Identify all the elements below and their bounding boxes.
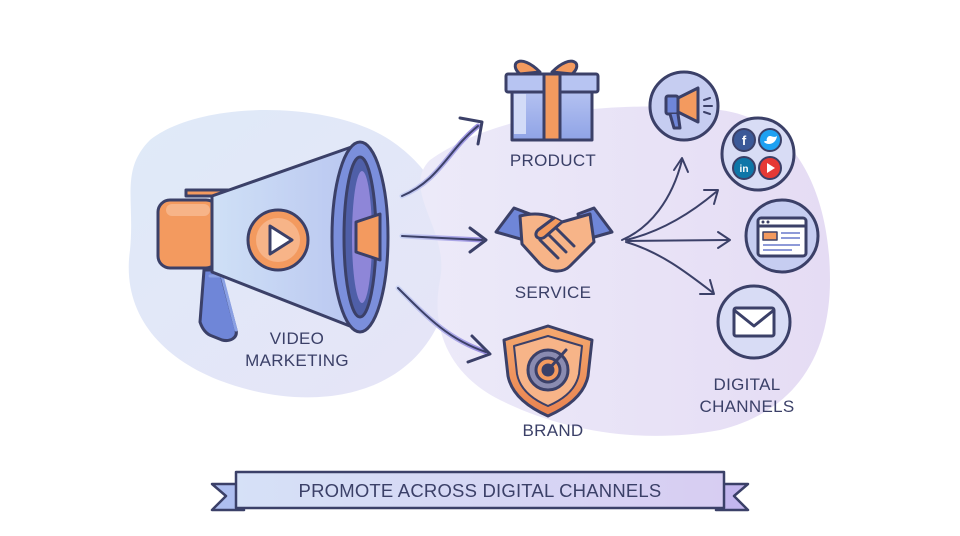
facebook-icon bbox=[732, 128, 756, 152]
facebook-letter: f bbox=[742, 133, 747, 148]
banner-text: PROMOTE ACROSS DIGITAL CHANNELS bbox=[298, 480, 662, 501]
flow-arrowheads bbox=[397, 116, 492, 364]
label-video-line1: VIDEO bbox=[269, 329, 325, 348]
label-video-marketing: VIDEO MARKETING bbox=[222, 328, 372, 372]
megaphone-icon bbox=[156, 140, 390, 342]
label-brand: BRAND bbox=[522, 421, 584, 440]
social-media-icon: f in bbox=[720, 116, 796, 192]
label-product: PRODUCT bbox=[509, 151, 597, 170]
label-service: SERVICE bbox=[514, 283, 592, 302]
gift-icon bbox=[504, 59, 600, 142]
play-icon bbox=[268, 224, 294, 256]
email-icon bbox=[716, 284, 792, 360]
label-channels-line2: CHANNELS bbox=[699, 397, 795, 416]
label-video-line2: MARKETING bbox=[245, 351, 349, 370]
label-channels-line1: DIGITAL bbox=[713, 375, 781, 394]
channel-fan-arrows bbox=[621, 157, 731, 295]
label-digital-channels: DIGITAL CHANNELS bbox=[672, 374, 822, 418]
megaphone-channel-icon bbox=[648, 70, 720, 142]
handshake-icon bbox=[494, 206, 614, 273]
shield-target-icon bbox=[502, 324, 594, 418]
youtube-play bbox=[767, 163, 775, 173]
twitter-bird bbox=[764, 136, 777, 144]
banner-ribbon bbox=[210, 470, 750, 512]
linkedin-letter: in bbox=[740, 164, 749, 175]
linkedin-icon bbox=[732, 156, 756, 180]
browser-icon bbox=[744, 198, 820, 274]
